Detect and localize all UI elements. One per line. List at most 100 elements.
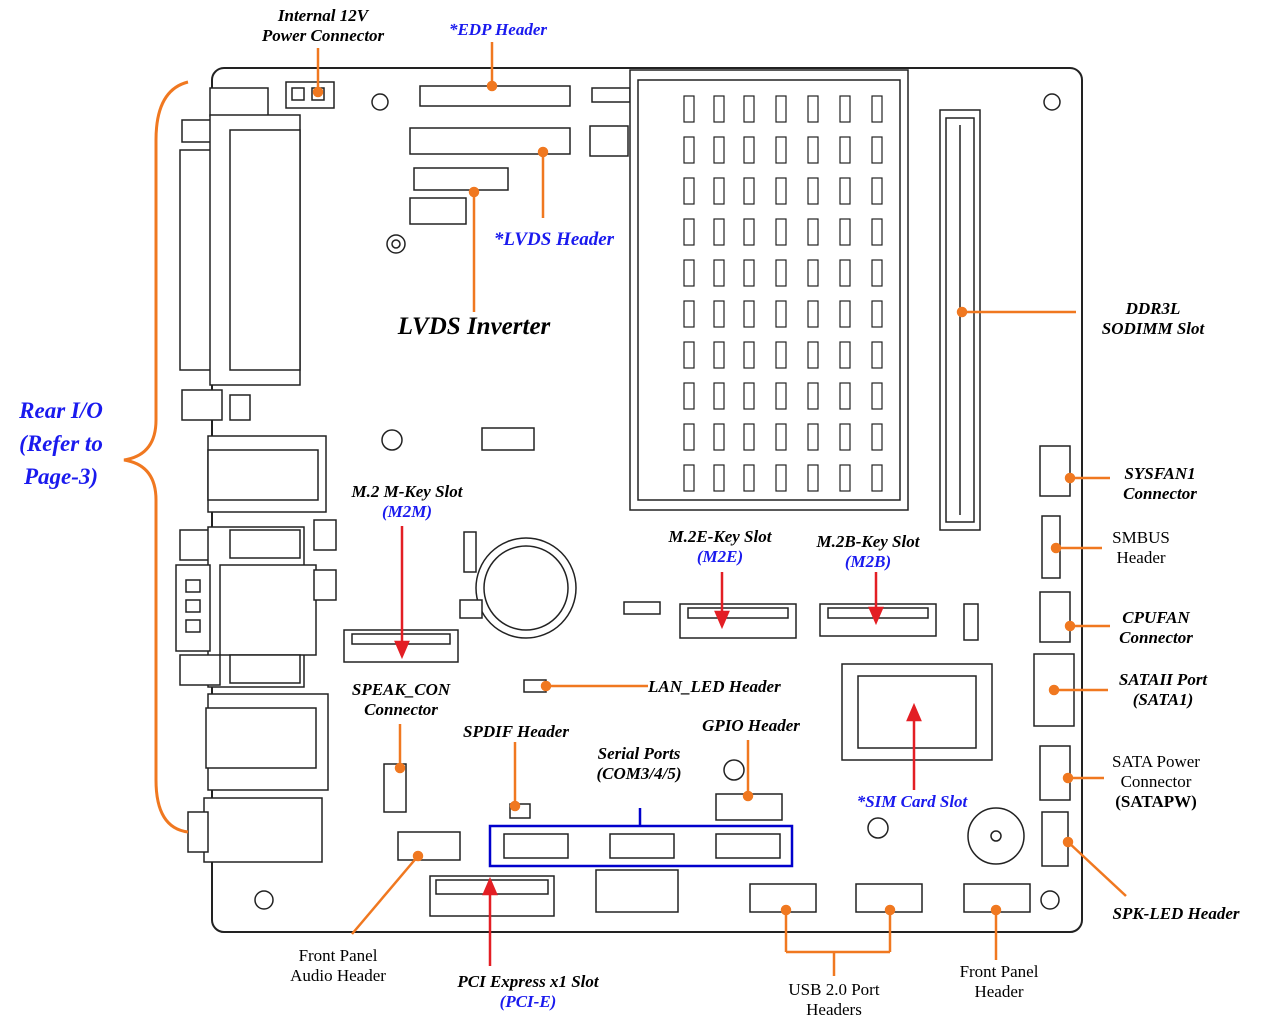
heatsink-fin — [743, 382, 755, 410]
leader-arrows-red — [394, 526, 922, 966]
label-usb20-line2: Headers — [806, 1000, 862, 1019]
label-speak-con-line1: SPEAK_CON — [351, 680, 451, 699]
label-sata-power-line1: SATA Power — [1112, 752, 1200, 771]
label-cpufan-line1: CPUFAN — [1122, 608, 1190, 627]
label-serial-ports: Serial Ports (COM3/4/5) — [562, 744, 716, 784]
label-rear-io-line1: Rear I/O — [19, 398, 103, 423]
heatsink-fin — [775, 464, 787, 492]
heatsink-fin — [683, 177, 695, 205]
heatsink-fin — [871, 382, 883, 410]
heatsink-fin — [839, 95, 851, 123]
heatsink-fin — [871, 95, 883, 123]
heatsink-fin — [713, 259, 725, 287]
label-spdif: SPDIF Header — [463, 722, 569, 741]
heatsink-fin — [839, 136, 851, 164]
label-usb20-line1: USB 2.0 Port — [788, 980, 880, 999]
label-m2-e-key-line1: M.2E-Key Slot — [668, 527, 772, 546]
label-pcie: PCI Express x1 Slot (PCI-E) — [430, 972, 626, 1012]
heatsink-fin — [839, 382, 851, 410]
ddr3l-sodimm-slot — [939, 109, 981, 531]
heatsink-fin — [807, 95, 819, 123]
label-sata-power-line2: Connector — [1120, 772, 1192, 791]
heatsink-fin — [683, 382, 695, 410]
heatsink-fin — [743, 341, 755, 369]
label-sataii: SATAII Port (SATA1) — [1100, 670, 1226, 710]
heatsink-fin — [683, 259, 695, 287]
edp-header — [419, 85, 631, 157]
heatsink-fin — [775, 177, 787, 205]
label-speak-con: SPEAK_CON Connector — [326, 680, 476, 720]
heatsink-fin — [871, 218, 883, 246]
heatsink-fin — [743, 259, 755, 287]
heatsink-fin — [713, 423, 725, 451]
heatsink-fin — [713, 341, 725, 369]
label-smbus-line1: SMBUS — [1112, 528, 1170, 547]
label-sata-power: SATA Power Connector (SATAPW) — [1096, 752, 1216, 812]
heatsink-fin — [775, 259, 787, 287]
heatsink-fin — [683, 95, 695, 123]
label-m2-b-key: M.2B-Key Slot (M2B) — [790, 532, 946, 572]
heatsink-fin — [839, 218, 851, 246]
label-spk-led: SPK-LED Header — [1112, 904, 1240, 923]
heatsink-fin — [807, 423, 819, 451]
rear-io-brace — [123, 80, 189, 834]
heatsink-fin — [743, 423, 755, 451]
sim-card-slot — [841, 663, 993, 761]
label-cpufan: CPUFAN Connector — [1096, 608, 1216, 648]
label-lan-led: LAN_LED Header — [648, 677, 781, 696]
heatsink-fin — [807, 382, 819, 410]
label-m2-b-key-line2: (M2B) — [844, 552, 892, 571]
heatsink-fin — [871, 341, 883, 369]
heatsink-fin — [775, 136, 787, 164]
heatsink-fin — [871, 464, 883, 492]
label-ddr3l: DDR3L SODIMM Slot — [1078, 299, 1228, 339]
heatsink-fin — [683, 464, 695, 492]
heatsink-fin — [775, 300, 787, 328]
heatsink-fin — [807, 341, 819, 369]
label-rear-io: Rear I/O (Refer to Page-3) — [4, 394, 118, 493]
buzzer — [967, 807, 1025, 865]
heatsink-fins — [683, 95, 883, 492]
label-rear-io-line2: (Refer to — [19, 431, 103, 456]
label-pcie-line1: PCI Express x1 Slot — [457, 972, 599, 991]
label-ddr3l-line2: SODIMM Slot — [1101, 319, 1205, 338]
heatsink-fin — [775, 382, 787, 410]
label-lvds-header: *LVDS Header — [493, 229, 615, 250]
heatsink-fin — [839, 341, 851, 369]
label-serial-ports-line2: (COM3/4/5) — [596, 764, 682, 783]
cmos-battery — [459, 537, 577, 639]
heatsink-fin — [839, 300, 851, 328]
label-smbus-line2: Header — [1116, 548, 1166, 567]
label-internal-12v-line2: Power Connector — [261, 26, 385, 45]
serial-ports-box — [488, 808, 794, 868]
heatsink-fin — [713, 177, 725, 205]
heatsink-fin — [713, 464, 725, 492]
label-speak-con-line2: Connector — [364, 700, 438, 719]
internal-12v-connector — [285, 81, 335, 109]
heatsink-fin — [839, 464, 851, 492]
label-m2-b-key-line1: M.2B-Key Slot — [816, 532, 920, 551]
heatsink-fin — [743, 300, 755, 328]
heatsink-fin — [713, 218, 725, 246]
label-front-audio-line2: Audio Header — [290, 966, 386, 985]
heatsink-fin — [839, 259, 851, 287]
small-headers — [313, 427, 1031, 913]
label-sysfan1-line1: SYSFAN1 — [1124, 464, 1196, 483]
label-smbus: SMBUS Header — [1086, 528, 1196, 568]
heatsink-fin — [713, 382, 725, 410]
label-sysfan1-line2: Connector — [1123, 484, 1197, 503]
label-edp-header: *EDP Header — [448, 20, 548, 39]
label-front-panel-line1: Front Panel — [959, 962, 1039, 981]
heatsink-fin — [683, 423, 695, 451]
heatsink-fin — [807, 177, 819, 205]
heatsink-fin — [743, 136, 755, 164]
heatsink-fin — [683, 218, 695, 246]
heatsink-fin — [775, 341, 787, 369]
heatsink-fin — [683, 300, 695, 328]
label-lvds-inverter: LVDS Inverter — [397, 313, 551, 340]
label-sysfan1: SYSFAN1 Connector — [1100, 464, 1220, 504]
heatsink-fin — [743, 95, 755, 123]
label-front-panel: Front Panel Header — [944, 962, 1054, 1002]
cpu-heatsink — [629, 69, 909, 511]
